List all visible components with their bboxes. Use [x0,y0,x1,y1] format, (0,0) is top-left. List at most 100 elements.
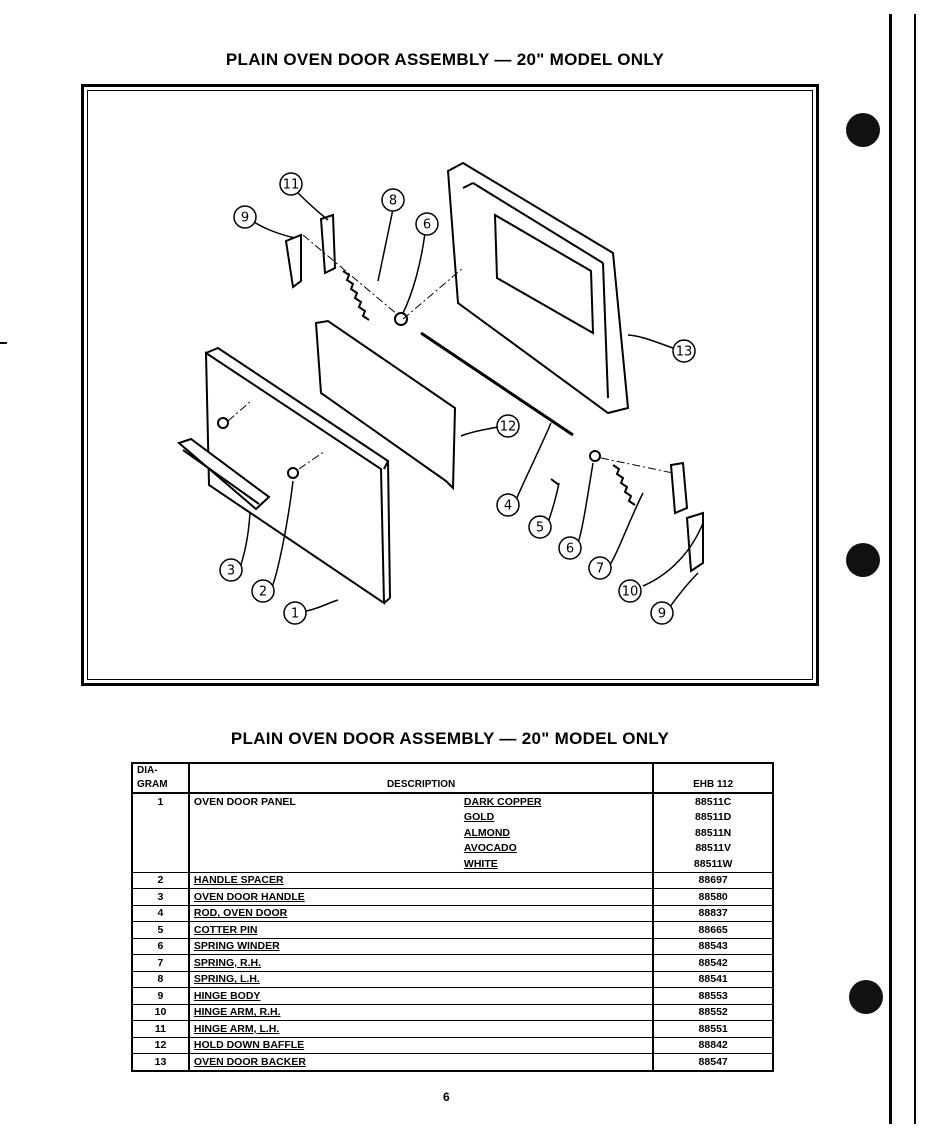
row-diagram-number: 13 [132,1053,190,1071]
row-variant [459,937,655,955]
callout-4-circle [496,493,520,517]
row-diagram-number [132,809,190,825]
row-variant [459,1036,655,1054]
callout-3-label: 3 [227,564,235,579]
hold-down-baffle-drawing [314,319,457,491]
row-variant [459,1053,655,1071]
callout-6-left-label: 6 [423,218,431,233]
callout-1-label: 1 [291,607,299,622]
row-description: OVEN DOOR PANEL [189,793,460,810]
row-variant [459,1003,655,1021]
row-variant: GOLD [459,809,655,825]
oven-door-backer-drawing [446,161,630,415]
row-variant [459,921,655,938]
row-part-number: 88511W [693,857,733,870]
spring-rh-drawing [612,464,636,506]
binder-rule [889,14,892,1124]
table-title: PLAIN OVEN DOOR ASSEMBLY — 20" MODEL ONL… [230,729,670,748]
row-description-text: OVEN DOOR PANEL [193,795,296,808]
row-description: HINGE BODY [188,987,460,1004]
oven-door-rod-drawing [420,331,574,437]
header-description: DESCRIPTION [386,779,456,790]
callout-10-label: 10 [622,585,639,600]
callout-6-right-circle [558,536,582,560]
row-description-text: HANDLE SPACER [193,874,284,887]
callout-5-circle [528,515,552,539]
callout-9-right-label: 9 [658,607,666,622]
row-description-text: OVEN DOOR BACKER [193,1055,306,1068]
row-variant [459,970,655,988]
callout-10-circle [618,579,642,603]
row-variant [459,1020,655,1037]
row-variant [459,904,655,922]
callout-4-label: 4 [504,499,512,514]
row-part-number: 88547 [653,1053,773,1071]
row-diagram-number: 5 [132,921,190,938]
callout-markers [219,172,696,625]
callout-1-circle [283,601,307,625]
handle-spacer-lower-drawing [287,467,299,479]
callout-12-label: 12 [500,420,517,435]
row-description: ROD, OVEN DOOR [188,904,460,922]
row-diagram-number: 6 [132,937,190,955]
table-header-row: DIA- GRAM DESCRIPTION EHB 112 [132,763,773,793]
cotter-pin-drawing [550,478,560,486]
spring-winder-right-drawing [589,450,601,462]
diagram-inner-border [87,90,813,680]
callout-13-circle [672,339,696,363]
row-part-number: 88551 [653,1020,773,1037]
row-description: HINGE ARM, R.H. [188,1003,460,1021]
page-number: 6 [443,1090,450,1104]
row-description-text: ROD, OVEN DOOR [193,907,288,920]
handle-spacer-upper-drawing [217,417,229,429]
binder-hole-bottom-icon [849,980,883,1014]
row-part-number: 88552 [653,1003,773,1021]
hinge-arm-lh-drawing [319,213,337,275]
callout-2-label: 2 [259,585,267,600]
row-part-number: 88511D [695,811,732,824]
row-description-text: HINGE ARM, R.H. [193,1006,281,1019]
table-row: GOLD 88511D [132,809,773,825]
row-diagram-number: 9 [132,987,190,1004]
row-variant [459,888,655,905]
callout-2-circle [251,579,275,603]
door-assembly-drawing: 1 2 3 4 5 6 7 8 6 9 11 12 13 10 9 [177,161,704,625]
margin-mark [0,342,7,344]
callout-8-circle [381,188,405,212]
binder-hole-top-icon [846,113,880,147]
row-part-number: 88541 [653,970,773,988]
callout-7-label: 7 [596,562,604,577]
row-part-number: 88511C [695,795,732,808]
callout-7-circle [588,556,612,580]
row-diagram-number: 7 [132,954,190,971]
row-variant: AVOCADO [459,840,655,856]
row-description: SPRING, L.H. [188,970,460,988]
hinge-arm-rh-drawing [669,461,689,515]
row-description: COTTER PIN [188,921,460,938]
row-part-number: 88553 [653,987,773,1004]
row-part-number: 88837 [653,904,773,922]
row-description-text: SPRING, R.H. [193,956,262,969]
row-description: HINGE ARM, L.H. [188,1020,460,1037]
callout-12-circle [496,414,520,438]
row-part-number: 88511N [695,826,732,839]
spring-lh-drawing [342,270,370,321]
row-variant: WHITE [459,856,655,872]
row-variant [459,871,655,889]
row-variant [459,987,655,1004]
row-variant [459,954,655,971]
binder-hole-middle-icon [846,543,880,577]
row-description-text: HINGE ARM, L.H. [193,1022,280,1035]
callout-9-left-label: 9 [241,211,249,226]
row-diagram-number [132,840,190,856]
callout-6-left-circle [415,212,439,236]
